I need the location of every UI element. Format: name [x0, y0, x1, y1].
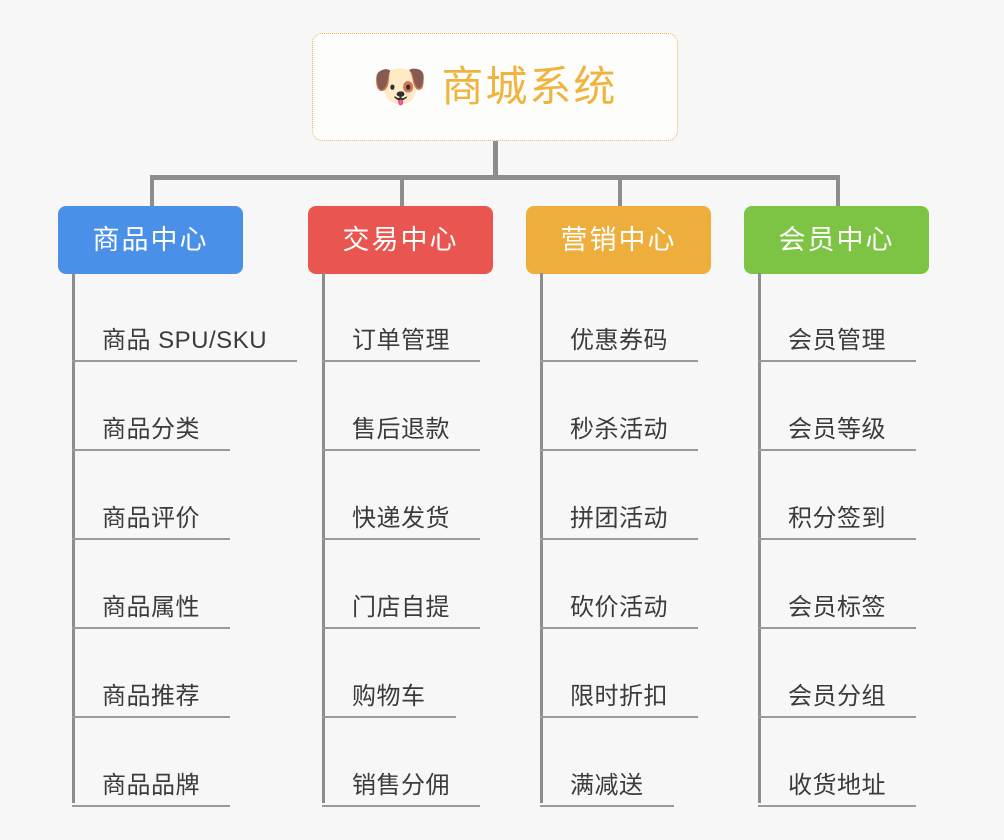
leaf-item[interactable]: 拼团活动	[540, 451, 698, 540]
leaf-label: 限时折扣	[570, 682, 668, 710]
leaf-label: 会员等级	[788, 415, 886, 443]
leaf-item[interactable]: 限时折扣	[540, 629, 698, 718]
leaf-item[interactable]: 订单管理	[322, 273, 480, 362]
leaf-item[interactable]: 商品 SPU/SKU	[72, 273, 298, 362]
leaf-item[interactable]: 商品品牌	[72, 718, 230, 807]
branch-connector-3	[618, 175, 622, 208]
branch-connector-4	[836, 175, 840, 208]
leaf-item[interactable]: 商品推荐	[72, 629, 230, 718]
leaf-label: 拼团活动	[570, 504, 668, 532]
leaf-item[interactable]: 优惠券码	[540, 273, 698, 362]
leaf-label: 商品评价	[102, 504, 200, 532]
leaf-label: 收货地址	[788, 771, 886, 799]
leaf-label: 商品分类	[102, 415, 200, 443]
category-label: 商品中心	[92, 224, 209, 255]
leaf-label: 会员标签	[788, 593, 886, 621]
category-label: 交易中心	[342, 224, 459, 255]
leaf-label: 会员分组	[788, 682, 886, 710]
leaf-label: 购物车	[352, 682, 426, 710]
leaf-label: 优惠券码	[570, 326, 668, 354]
leaf-item[interactable]: 会员分组	[758, 629, 916, 718]
leaf-label: 售后退款	[352, 415, 450, 443]
leaf-label: 秒杀活动	[570, 415, 668, 443]
leaf-label: 商品推荐	[102, 682, 200, 710]
leaf-label: 门店自提	[352, 593, 450, 621]
leaf-column-marketing-center: 优惠券码 秒杀活动 拼团活动 砍价活动 限时折扣 满减送	[540, 273, 770, 807]
leaf-label: 满减送	[570, 771, 644, 799]
leaf-label: 订单管理	[352, 326, 450, 354]
root-title: 商城系统	[441, 63, 618, 110]
branch-connector-2	[400, 175, 404, 208]
dog-face-icon: 🐶	[372, 62, 428, 111]
leaf-item[interactable]: 积分签到	[758, 451, 916, 540]
category-box-member-center[interactable]: 会员中心	[744, 206, 929, 274]
leaf-label: 会员管理	[788, 326, 886, 354]
leaf-item[interactable]: 会员标签	[758, 540, 916, 629]
leaf-item[interactable]: 秒杀活动	[540, 362, 698, 451]
leaf-label: 快递发货	[352, 504, 450, 532]
leaf-item[interactable]: 会员管理	[758, 273, 916, 362]
category-box-product-center[interactable]: 商品中心	[58, 206, 243, 274]
category-label: 营销中心	[560, 224, 677, 255]
leaf-label: 商品品牌	[102, 771, 200, 799]
leaf-label: 砍价活动	[570, 593, 668, 621]
category-label: 会员中心	[778, 224, 895, 255]
leaf-label: 积分签到	[788, 504, 886, 532]
leaf-item[interactable]: 门店自提	[322, 540, 480, 629]
leaf-column-member-center: 会员管理 会员等级 积分签到 会员标签 会员分组 收货地址	[758, 273, 988, 807]
bus-connector	[150, 175, 840, 180]
leaf-item[interactable]: 商品属性	[72, 540, 230, 629]
leaf-item[interactable]: 快递发货	[322, 451, 480, 540]
leaf-item[interactable]: 商品分类	[72, 362, 230, 451]
category-box-trade-center[interactable]: 交易中心	[308, 206, 493, 274]
leaf-label: 销售分佣	[352, 771, 450, 799]
leaf-item[interactable]: 售后退款	[322, 362, 480, 451]
leaf-item[interactable]: 购物车	[322, 629, 456, 718]
leaf-column-product-center: 商品 SPU/SKU 商品分类 商品评价 商品属性 商品推荐 商品品牌	[72, 273, 302, 807]
leaf-item[interactable]: 商品评价	[72, 451, 230, 540]
root-stem-connector	[493, 141, 498, 178]
category-box-marketing-center[interactable]: 营销中心	[526, 206, 711, 274]
leaf-label: 商品 SPU/SKU	[102, 326, 268, 354]
root-node[interactable]: 🐶 商城系统	[312, 33, 678, 141]
leaf-item[interactable]: 满减送	[540, 718, 674, 807]
leaf-item[interactable]: 收货地址	[758, 718, 916, 807]
leaf-item[interactable]: 销售分佣	[322, 718, 480, 807]
leaf-column-trade-center: 订单管理 售后退款 快递发货 门店自提 购物车 销售分佣	[322, 273, 552, 807]
leaf-item[interactable]: 会员等级	[758, 362, 916, 451]
leaf-item[interactable]: 砍价活动	[540, 540, 698, 629]
branch-connector-1	[150, 175, 154, 208]
leaf-label: 商品属性	[102, 593, 200, 621]
